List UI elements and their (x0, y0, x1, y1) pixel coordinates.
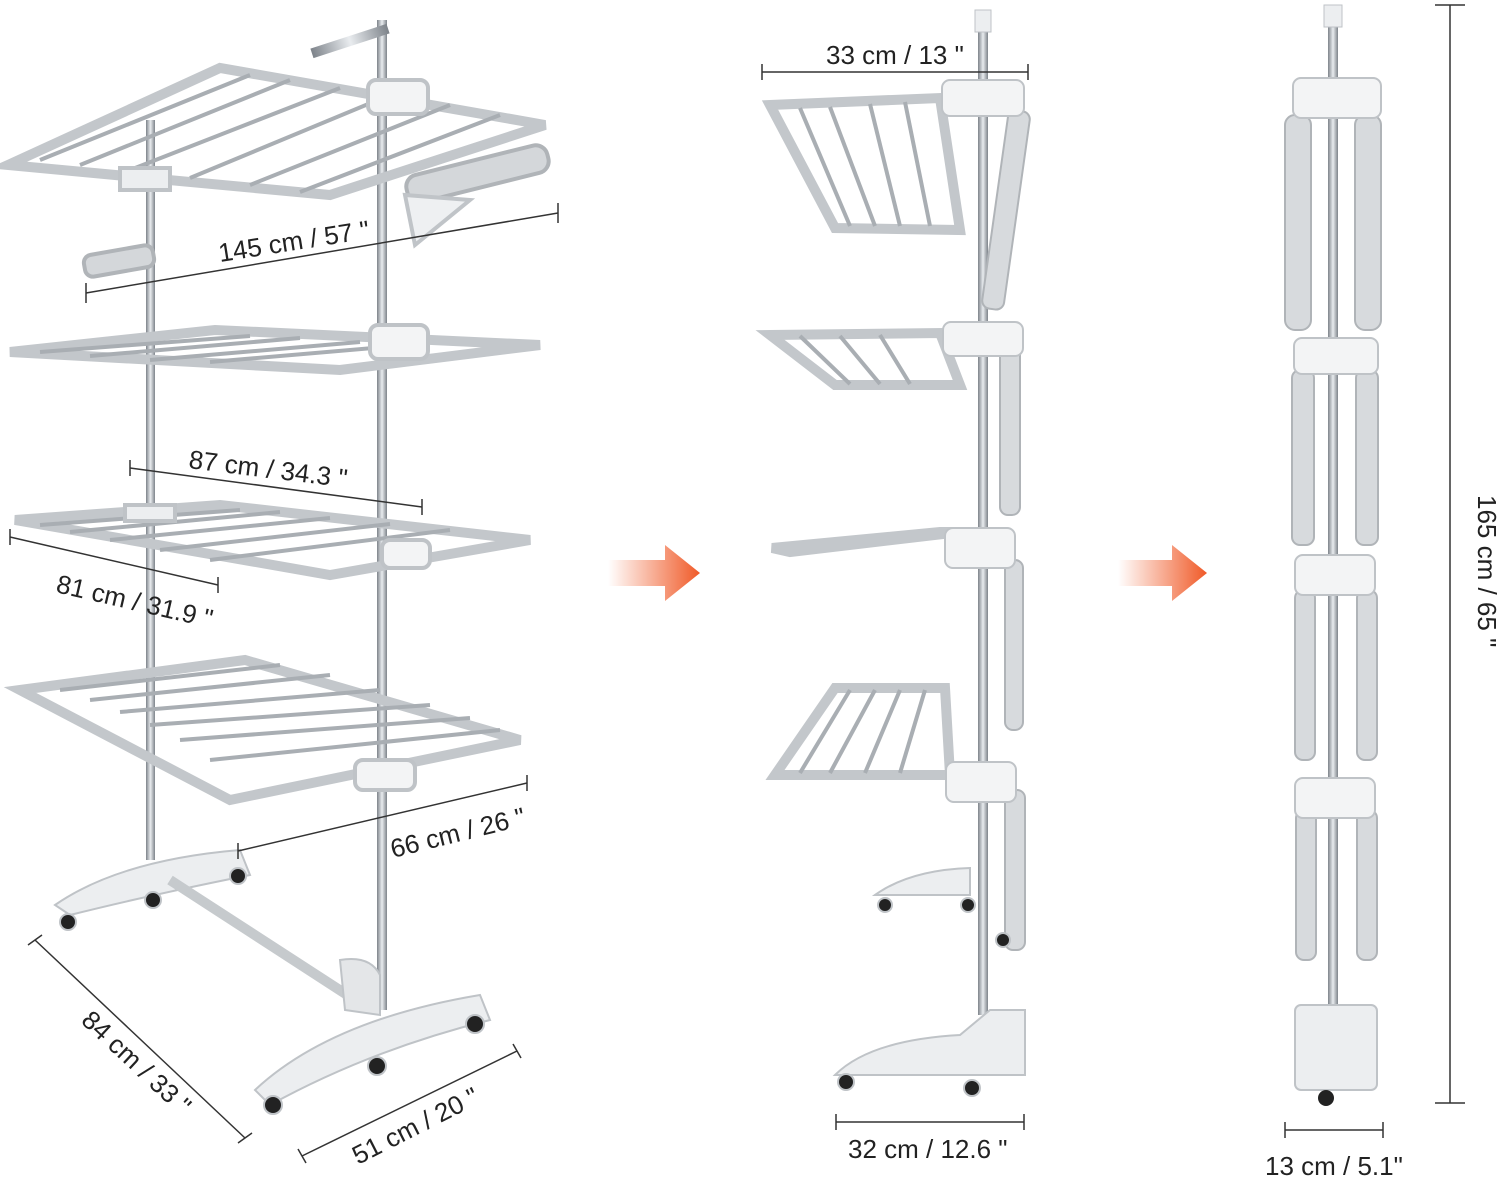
dim-folded-width: 13 cm / 5.1" (1265, 1151, 1403, 1179)
back-pole (146, 120, 155, 860)
dim-height: 165 cm / 65 " (1472, 495, 1500, 647)
side-view-rack (755, 9, 1031, 1097)
dimension-lines (9, 4, 1465, 1164)
bottom-shelf (3, 654, 522, 806)
front-pole (377, 20, 387, 1010)
right-arrow-icon (1118, 545, 1207, 601)
base (53, 848, 492, 1115)
side-pole (978, 15, 988, 1015)
top-shelf (0, 62, 551, 279)
dim-base-width: 51 cm / 20 " (347, 1081, 483, 1170)
second-shelf (9, 323, 541, 376)
dim-side-base-depth: 32 cm / 12.6 " (848, 1134, 1008, 1164)
expanded-rack (0, 20, 551, 1115)
folded-rack (1284, 4, 1382, 1106)
dim-width-expanded: 145 cm / 57 " (216, 214, 371, 267)
right-arrow-icon (608, 545, 700, 601)
dim-side-top-depth: 33 cm / 13 " (826, 40, 964, 70)
third-shelf (14, 499, 531, 581)
top-crossbar (310, 23, 390, 59)
dim-base-length: 84 cm / 33 " (76, 1004, 197, 1120)
folded-pole (1328, 10, 1338, 1020)
